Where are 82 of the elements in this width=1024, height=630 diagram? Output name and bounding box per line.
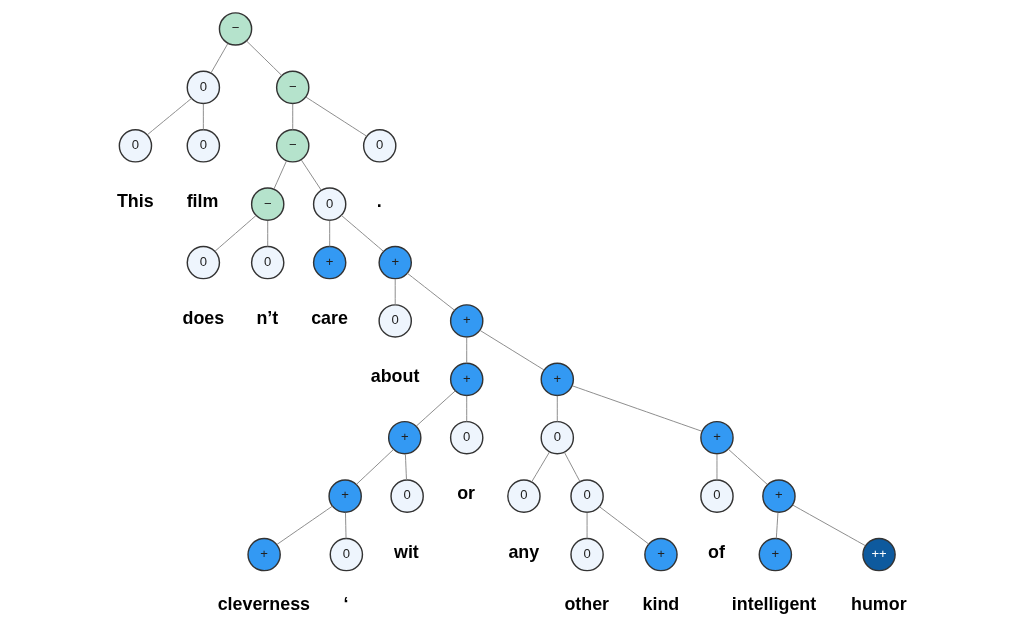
node-circle: 0	[362, 128, 397, 163]
node-circle: 0	[378, 304, 412, 338]
connector	[479, 329, 545, 371]
node-circle: 0	[570, 479, 604, 513]
node-circle: 0	[250, 245, 285, 280]
node-circle: 0	[329, 537, 364, 572]
node-circle: +	[762, 479, 796, 513]
connector	[345, 512, 347, 539]
node-label: cleverness	[217, 593, 311, 614]
node-label: n’t	[256, 307, 279, 328]
connector	[404, 453, 407, 481]
connector	[531, 451, 551, 483]
node-circle: −	[275, 70, 310, 105]
node-circle: +	[312, 245, 347, 280]
connector	[394, 278, 396, 306]
node-circle: 0	[390, 479, 424, 513]
node-circle: −	[218, 12, 253, 46]
node-circle: +	[247, 537, 281, 572]
node-circle: +	[449, 304, 484, 338]
connector	[556, 395, 558, 423]
node-label: This	[116, 191, 154, 212]
node-circle: 0	[507, 479, 541, 513]
connector	[300, 159, 322, 191]
node-label: intelligent	[731, 593, 817, 614]
connector	[273, 160, 287, 190]
node-circle: +	[378, 245, 412, 280]
connector	[210, 43, 229, 74]
node-circle: −	[275, 128, 310, 163]
connector	[716, 453, 718, 481]
node-circle: 0	[700, 479, 734, 513]
node-label: kind	[642, 593, 680, 614]
connector	[292, 103, 294, 131]
node-circle: 0	[186, 128, 221, 163]
node-circle: +	[387, 420, 422, 455]
connector	[586, 512, 588, 539]
connector	[305, 96, 367, 137]
connector	[246, 40, 283, 76]
connector	[276, 505, 333, 545]
node-circle: −	[250, 187, 285, 221]
node-label: any	[508, 541, 540, 562]
connector	[466, 336, 468, 364]
node-circle: 0	[186, 70, 221, 105]
node-circle: 0	[118, 128, 153, 163]
connector	[340, 214, 384, 252]
node-circle: +	[758, 537, 793, 572]
connector	[792, 504, 866, 547]
node-label: wit	[394, 541, 419, 562]
node-circle: 0	[186, 245, 221, 280]
node-label: humor	[851, 593, 907, 614]
node-label: about	[370, 366, 420, 387]
connector	[466, 395, 468, 423]
node-label: other	[564, 593, 610, 614]
node-label: .	[376, 191, 382, 212]
connector	[775, 512, 779, 539]
node-circle: 0	[449, 420, 484, 455]
connector	[727, 448, 768, 485]
node-label: or	[457, 483, 476, 504]
node-circle: +	[449, 362, 484, 397]
connector	[416, 390, 456, 427]
node-label: of	[708, 541, 725, 562]
connector	[214, 215, 257, 252]
node-circle: +	[644, 537, 678, 572]
node-circle: 0	[312, 187, 347, 221]
node-label: film	[186, 191, 219, 212]
connector	[267, 220, 269, 247]
connector	[147, 97, 192, 136]
node-circle: +	[540, 362, 575, 397]
node-label: does	[182, 307, 225, 328]
connector	[564, 452, 581, 482]
node-label: ‘	[343, 593, 349, 614]
connector	[406, 272, 455, 311]
node-circle: +	[700, 420, 734, 455]
connector	[329, 220, 331, 247]
connector	[599, 506, 650, 545]
connector	[572, 385, 703, 432]
connector	[356, 449, 394, 485]
node-circle: ++	[862, 537, 896, 572]
node-circle: 0	[570, 537, 604, 572]
node-label: care	[311, 307, 348, 328]
connector	[202, 103, 204, 131]
node-circle: 0	[540, 420, 575, 455]
node-circle: +	[328, 479, 362, 513]
